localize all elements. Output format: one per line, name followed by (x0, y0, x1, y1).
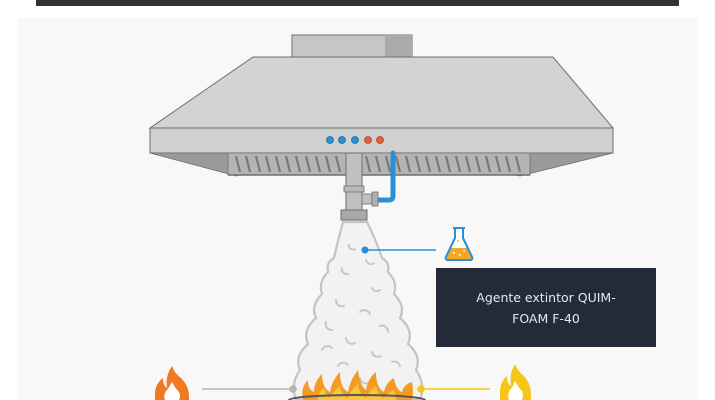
pan-rim (288, 394, 426, 400)
agent-connector-dot (361, 246, 369, 254)
indicator-light (338, 136, 346, 144)
hood-underside-left (149, 152, 241, 177)
indicator-light (364, 136, 372, 144)
filter-slats (234, 155, 522, 173)
foam-spray-cone (292, 220, 424, 400)
agent-label-text: Agente extintor QUIM- FOAM F-40 (461, 287, 631, 329)
agent-label-box: Agente extintor QUIM- FOAM F-40 (436, 268, 656, 347)
flask-icon (444, 227, 474, 261)
indicator-light (376, 136, 384, 144)
fire-icon-orange (155, 366, 189, 400)
agent-label-line1: Agente extintor QUIM- (476, 289, 616, 305)
indicator-light (326, 136, 334, 144)
gray-connector-dot (289, 385, 297, 393)
hood-chimney (291, 34, 413, 58)
nozzle-pipe (340, 152, 379, 221)
hood-canopy (148, 56, 615, 129)
agent-supply-pipe (375, 150, 396, 203)
indicator-lights (326, 136, 384, 144)
agent-label-line2: FOAM F-40 (512, 310, 580, 326)
indicator-light (351, 136, 359, 144)
yellow-connector-dot (417, 385, 425, 393)
foam-bubbles (321, 244, 401, 385)
fire-icon-yellow (500, 364, 531, 400)
spray-nozzle (340, 209, 368, 221)
top-bar (36, 0, 679, 6)
